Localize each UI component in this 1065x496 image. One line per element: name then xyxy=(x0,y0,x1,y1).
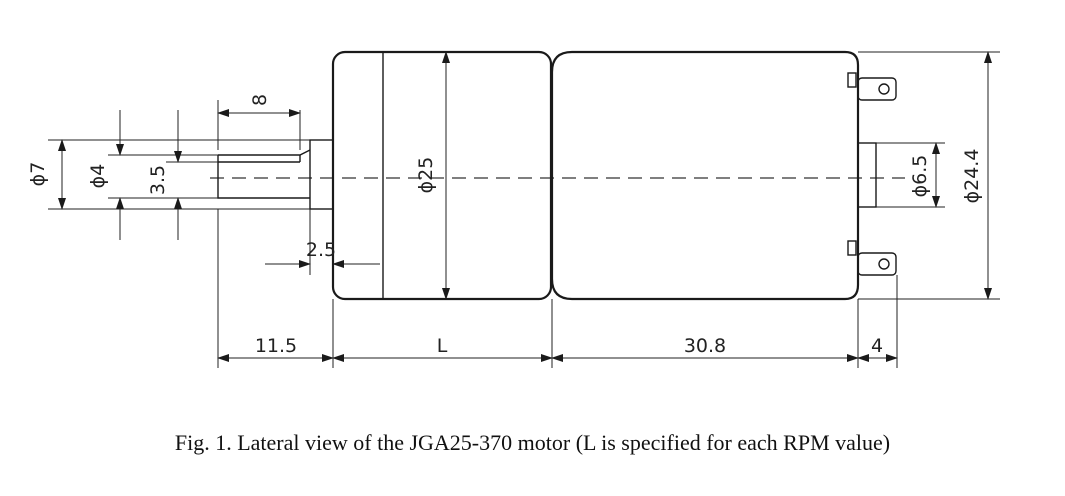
dim-flat-diameter: ϕ4 xyxy=(87,110,218,240)
rear-boss xyxy=(857,142,877,208)
terminal-bottom xyxy=(847,240,897,276)
figure-caption: Fig. 1. Lateral view of the JGA25-370 mo… xyxy=(174,430,891,455)
label-30-8: 30.8 xyxy=(684,335,726,357)
label-phi25: ϕ25 xyxy=(415,157,437,194)
motor-can xyxy=(550,50,860,301)
output-shaft xyxy=(217,110,334,210)
label-phi4: ϕ4 xyxy=(87,164,109,189)
label-L: L xyxy=(437,335,448,357)
label-3-5: 3.5 xyxy=(147,165,169,195)
label-2-5: 2.5 xyxy=(306,239,336,261)
label-phi6-5: ϕ6.5 xyxy=(909,155,931,198)
dim-motor-diameter: ϕ24.4 xyxy=(858,51,1000,300)
label-phi7: ϕ7 xyxy=(27,162,49,187)
label-8: 8 xyxy=(249,94,271,106)
label-phi24-4: ϕ24.4 xyxy=(961,149,983,204)
terminal-top xyxy=(847,72,897,101)
dim-gearbox-diameter: ϕ25 xyxy=(415,51,450,300)
dim-rear-boss-diameter: ϕ6.5 xyxy=(876,142,945,208)
label-4: 4 xyxy=(871,335,883,357)
dim-boss-length: 2.5 xyxy=(265,209,380,275)
gearbox-body xyxy=(331,50,553,301)
dim-flat-depth: 3.5 xyxy=(147,110,218,240)
dim-bottom-chain: 11.5 L 30.8 4 xyxy=(217,209,898,368)
dim-shaft-diameter: ϕ7 xyxy=(27,139,310,210)
dim-shaft-length: 8 xyxy=(217,94,301,150)
label-11-5: 11.5 xyxy=(255,335,297,357)
